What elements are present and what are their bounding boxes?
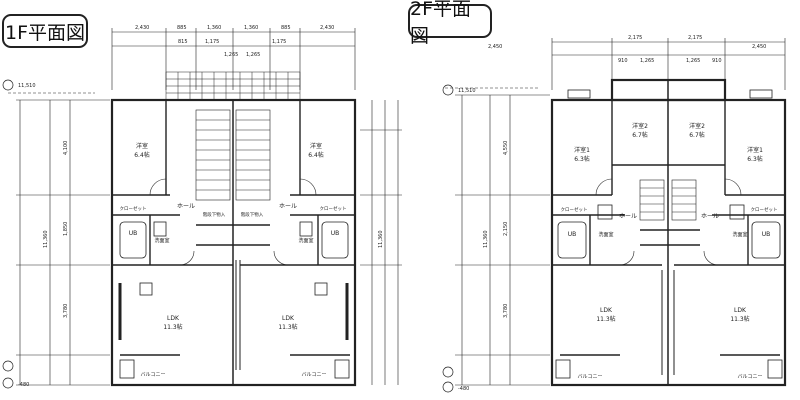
f2-room1-east-name: 洋室1 — [747, 146, 763, 154]
f1-dim-top2-4: 1,265 — [246, 52, 260, 58]
f1-wash-west: 洗面室 — [154, 237, 169, 244]
f1-dim-top-5: 885 — [281, 25, 291, 31]
floor2-walls — [550, 78, 787, 387]
f2-balcony-west: バルコニー — [578, 374, 603, 380]
f1-dim-top2-5: 1,175 — [272, 39, 286, 45]
f2-dim-top-2: 2,175 — [628, 35, 642, 41]
f1-ub-west: UB — [129, 230, 138, 237]
f1-dim-top-6: 2,430 — [320, 25, 334, 31]
f1-hall-west: ホール — [177, 203, 195, 210]
f1-room-east-size: 6.4帖 — [308, 151, 324, 159]
f2-ldk-east-name: LDK — [734, 307, 747, 314]
f1-room-west-name: 洋室 — [136, 142, 148, 150]
f2-dim-top2-2: 1,265 — [640, 58, 654, 64]
f2-dim-top2-4: 910 — [712, 58, 722, 64]
floor2-door-swings — [595, 178, 742, 266]
floor2-stairs — [639, 179, 697, 221]
f2-dim-left-1: 4,550 — [503, 141, 509, 155]
f2-hall-east: ホール — [701, 213, 719, 220]
f1-dim-left-2: 1,850 — [63, 222, 69, 236]
f1-ldk-east-name: LDK — [282, 315, 295, 322]
f2-room1-west-name: 洋室1 — [574, 146, 590, 154]
f2-room2-east-size: 6.7帖 — [689, 131, 705, 139]
floor1-top-dimension-lines — [111, 28, 356, 90]
floor2-level-top: 11,510 — [458, 88, 476, 94]
f2-ldk-west-size: 11.3帖 — [596, 315, 615, 323]
f1-balcony-west: バルコニー — [141, 372, 166, 378]
floor1-plan — [8, 28, 402, 387]
floor2-interior-walls — [552, 100, 785, 356]
f2-dim-left-total: 11,360 — [483, 231, 489, 249]
f2-balcony-east: バルコニー — [738, 374, 763, 380]
f2-room2-west-size: 6.7帖 — [632, 131, 648, 139]
f2-dim-top-4: 2,450 — [752, 44, 766, 50]
f2-wash-east: 洗面室 — [732, 231, 747, 238]
f1-balcony-east: バルコニー — [302, 372, 327, 378]
f1-dim-top-3: 1,360 — [207, 25, 221, 31]
f2-room2-west-name: 洋室2 — [632, 122, 648, 130]
f2-dim-left-3: 3,780 — [503, 304, 509, 318]
floor1-entry-grid — [165, 71, 301, 101]
level-markers — [2, 79, 454, 393]
f1-dim-top2-2: 1,175 — [205, 39, 219, 45]
f2-dim-top-1: 2,450 — [488, 44, 502, 50]
floor2-left-dimension-lines — [445, 87, 550, 386]
f2-closet-west: クローゼット — [561, 206, 588, 213]
f1-storage-west: 階段下物入 — [203, 211, 226, 218]
floor1-left-dimension-lines — [8, 92, 110, 386]
floor1-level-bottom: -480 — [18, 382, 29, 388]
f2-ub-east: UB — [762, 231, 771, 238]
f2-dim-top2-1: 910 — [618, 58, 628, 64]
floor1-fixtures — [118, 221, 350, 379]
f2-wash-west: 洗面室 — [598, 231, 613, 238]
floor1-level-top: 11,510 — [18, 83, 36, 89]
f1-wash-east: 洗面室 — [298, 237, 313, 244]
f1-dim-right-total: 11,360 — [378, 231, 384, 249]
f1-closet-east: クローゼット — [320, 205, 347, 212]
f1-dim-top2-3: 1,265 — [224, 52, 238, 58]
f2-hall-west: ホール — [619, 213, 637, 220]
f2-room1-west-size: 6.3帖 — [574, 155, 590, 163]
f1-ldk-east-size: 11.3帖 — [278, 323, 297, 331]
f1-ub-east: UB — [331, 230, 340, 237]
f2-room2-east-name: 洋室2 — [689, 122, 705, 130]
floor1-right-dimension-lines — [360, 100, 402, 385]
floor2-level-bottom: -480 — [458, 386, 469, 392]
f1-dim-left-total: 11,360 — [43, 231, 49, 249]
floor1-stairs — [195, 109, 271, 201]
f2-dim-top-3: 2,175 — [688, 35, 702, 41]
f1-dim-top-2: 885 — [177, 25, 187, 31]
f1-room-east-name: 洋室 — [310, 142, 322, 150]
floor1-door-swings — [149, 178, 317, 266]
f1-dim-left-1: 4,100 — [63, 141, 69, 155]
floor1-title-label: 1F平面図 — [2, 14, 88, 48]
f1-hall-east: ホール — [279, 203, 297, 210]
f1-dim-left-3: 3,780 — [63, 304, 69, 318]
floor2-plan — [445, 38, 787, 387]
f1-ldk-west-name: LDK — [167, 315, 180, 322]
f1-storage-east: 階段下物入 — [241, 211, 264, 218]
f1-dim-top2-1: 815 — [178, 39, 188, 45]
f1-ldk-west-size: 11.3帖 — [163, 323, 182, 331]
f1-closet-west: クローゼット — [120, 205, 147, 212]
f2-dim-top2-3: 1,265 — [686, 58, 700, 64]
f1-room-west-size: 6.4帖 — [134, 151, 150, 159]
f2-room1-east-size: 6.3帖 — [747, 155, 763, 163]
f2-ub-west: UB — [568, 231, 577, 238]
f1-dim-top-1: 2,430 — [135, 25, 149, 31]
f2-ldk-east-size: 11.3帖 — [730, 315, 749, 323]
f2-dim-left-2: 2,150 — [503, 222, 509, 236]
floor2-fixtures — [555, 89, 783, 379]
f2-closet-east: クローゼット — [751, 206, 778, 213]
f1-dim-top-4: 1,360 — [244, 25, 258, 31]
f2-ldk-west-name: LDK — [600, 307, 613, 314]
